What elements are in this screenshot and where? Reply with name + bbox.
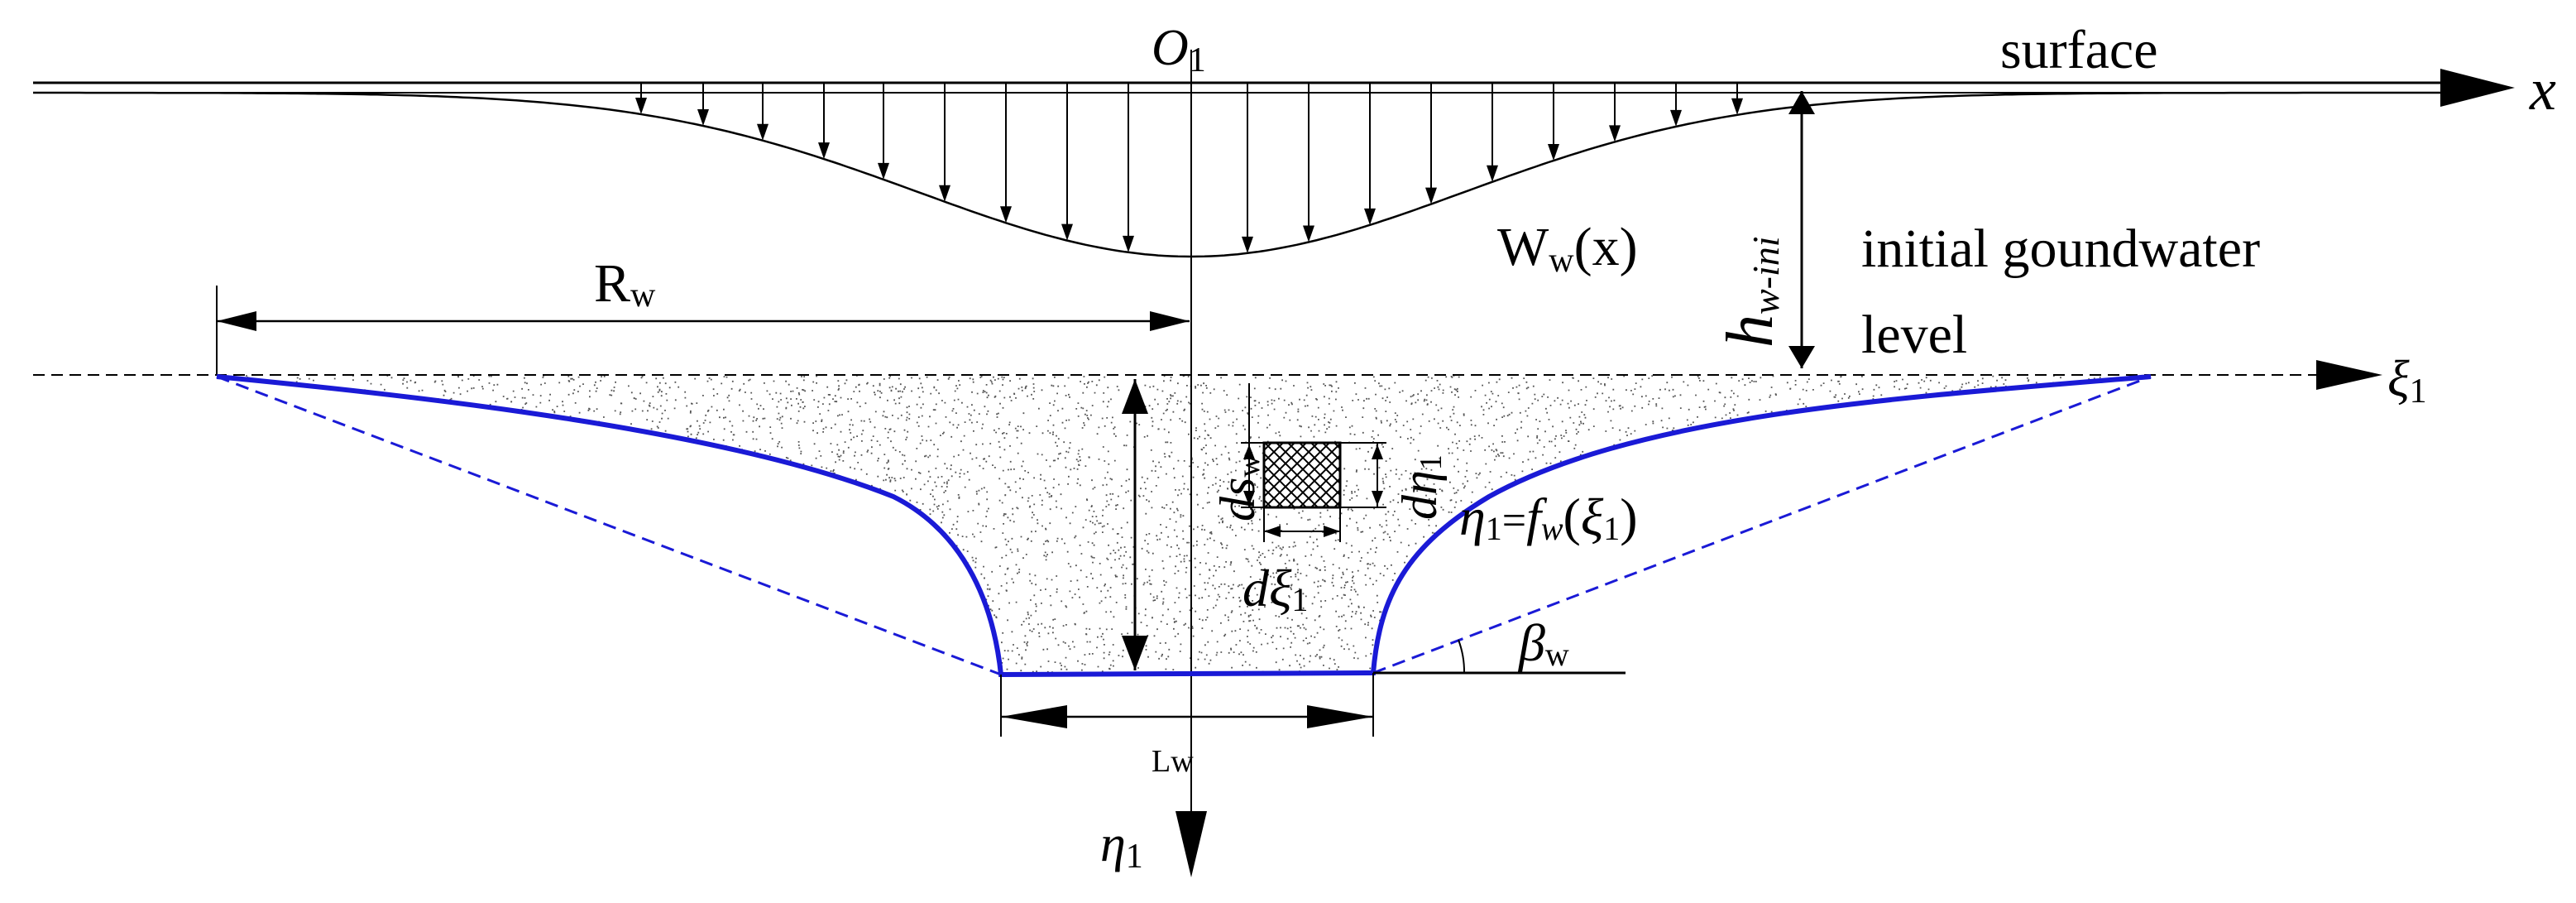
Rw-dimension	[216, 286, 1190, 374]
settlement-arrow-head	[1487, 165, 1498, 182]
settlement-arrow-head	[1731, 98, 1743, 115]
beta-angle-marker	[1373, 639, 1626, 675]
deta-label: dη1	[1392, 454, 1448, 520]
drawdown-depth-dimension	[1122, 379, 1148, 670]
beta-label: βw	[1517, 613, 1569, 673]
settlement-arrow-head	[1670, 109, 1682, 127]
x-axis-arrowhead	[2440, 69, 2515, 107]
settlement-arrows	[635, 83, 1743, 253]
origin-label: O1	[1152, 20, 1206, 79]
settlement-arrow-head	[1000, 206, 1012, 223]
settlement-arrow-head	[1425, 187, 1437, 204]
settlement-trough-curve	[33, 91, 2449, 258]
Lw-dimension	[1000, 673, 1374, 737]
differential-element	[1241, 383, 1386, 542]
x-axis-label: x	[2529, 56, 2556, 122]
Rw-label: Rw	[594, 253, 656, 315]
drawdown-curve-fw	[216, 374, 2152, 678]
stipple-dots	[217, 375, 2151, 675]
right-slope-dashed-line	[1372, 375, 2152, 675]
settlement-arrow-head	[1242, 236, 1253, 253]
settlement-arrow-head	[1548, 144, 1559, 161]
groundwater-label-line2: level	[1861, 305, 1967, 365]
h-wini-dimension	[1788, 91, 1815, 368]
settlement-arrow-head	[1061, 223, 1073, 241]
left-slope-dashed-line	[216, 375, 1002, 676]
soil-stipple-fill	[217, 375, 2151, 675]
xi-axis-label: ξ1	[2387, 351, 2427, 411]
settlement-arrow-head	[697, 109, 709, 127]
settlement-arrow-head	[878, 162, 889, 180]
settlement-arrow-head	[818, 142, 830, 160]
settlement-function-label: Ww(x)	[1497, 217, 1638, 280]
settlement-arrow-head	[1364, 208, 1376, 225]
surface-label: surface	[2000, 20, 2158, 80]
Lw-label: Lw	[1152, 744, 1194, 779]
settlement-arrow-head	[635, 97, 647, 114]
settlement-arrow-head	[939, 185, 950, 202]
settlement-arrow-head	[1123, 235, 1134, 252]
settlement-arrow-head	[1303, 225, 1314, 243]
h-wini-label: hw-ini	[1714, 236, 1787, 348]
xi-axis-arrowhead	[2316, 360, 2382, 390]
eta-axis-label: η1	[1100, 816, 1143, 876]
ground-surface	[33, 81, 2449, 94]
settlement-arrow-head	[757, 123, 768, 141]
groundwater-label-line1: initial goundwater	[1861, 219, 2260, 279]
dxi-label: dξ1	[1243, 559, 1308, 618]
settlement-arrow-head	[1609, 125, 1621, 142]
curve-equation-label: η1=fw(ξ1)	[1459, 488, 1638, 547]
eta-axis-arrowhead	[1175, 811, 1207, 877]
dsw-label: dsw	[1210, 454, 1266, 521]
